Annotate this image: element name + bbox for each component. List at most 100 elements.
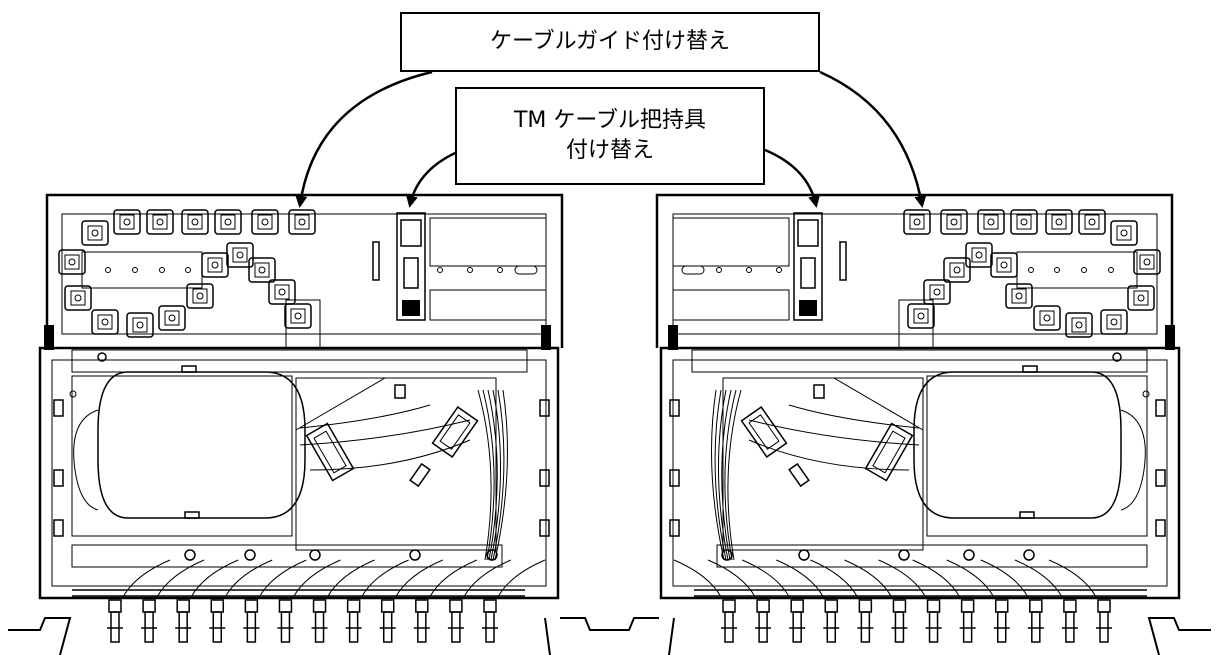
cable-guide — [1133, 249, 1161, 275]
splitter-module — [305, 422, 355, 482]
cable-guide-clip — [1051, 214, 1067, 230]
adapter-body — [176, 599, 190, 613]
fiber-jumper — [776, 559, 824, 598]
fiber-jumper — [429, 559, 478, 598]
cable-guide-clip — [1016, 214, 1032, 230]
cable-guide-eye — [1075, 321, 1083, 329]
adapter-body — [449, 599, 463, 613]
tray-clip — [1019, 511, 1035, 519]
splitter-module — [431, 406, 479, 458]
hole — [497, 267, 503, 273]
cable-guide-eye — [950, 218, 958, 226]
tray-inner — [51, 359, 547, 587]
cable-guide-body — [977, 209, 1005, 235]
side-bracket — [1155, 399, 1166, 417]
adapter-port — [1031, 611, 1041, 643]
adapter-port — [485, 611, 495, 643]
cable-guide-eye — [74, 294, 82, 302]
tm-holder-mid — [800, 257, 816, 289]
splitter-inner — [439, 414, 471, 450]
mount-screw — [69, 390, 77, 398]
cable-guide-clip — [87, 225, 103, 241]
adapter-port — [280, 611, 291, 643]
cable-guide — [903, 209, 931, 235]
hole — [159, 267, 165, 273]
arrow-cable-guide-right — [819, 70, 927, 208]
hole — [467, 267, 473, 273]
tray-clip — [184, 511, 200, 519]
slot — [372, 241, 380, 281]
panel-left — [8, 193, 620, 655]
cable-guide-body — [284, 303, 312, 329]
adapter-port — [928, 611, 939, 643]
label-tm-holder-line2: 付け替え — [565, 138, 654, 163]
hole — [437, 267, 443, 273]
cable-guide-clip — [192, 288, 208, 304]
cable-guide-eye — [196, 292, 204, 300]
adapter-body — [278, 599, 293, 613]
cable-guide-eye — [1137, 294, 1145, 302]
corner-post — [1165, 325, 1175, 350]
cable-guide — [977, 209, 1005, 235]
adapter-port — [144, 611, 154, 643]
cable-guide — [990, 252, 1018, 278]
cable-guide — [158, 305, 186, 331]
tm-holder — [396, 212, 426, 321]
cable-guide-eye — [258, 266, 266, 274]
hole — [1054, 267, 1060, 273]
adapter-port — [724, 611, 734, 643]
adapter-body — [346, 599, 361, 613]
cable-guide — [81, 220, 109, 246]
cable-guide-clip — [1039, 310, 1055, 326]
chassis-upper-outline — [655, 193, 1174, 348]
guide-post — [285, 299, 321, 349]
cable-guide-body — [158, 305, 186, 331]
adapter-body — [824, 599, 839, 613]
cable-guide-clip — [254, 262, 270, 278]
adapter-body — [142, 599, 156, 613]
splitter-clip-body — [409, 462, 431, 488]
cable-guide — [965, 242, 993, 268]
splitter-module — [740, 406, 788, 458]
guide-plate — [81, 251, 203, 289]
rail-screw — [309, 549, 321, 561]
fiber-line — [727, 389, 742, 561]
fiber-jumper — [673, 559, 722, 598]
cable-guide-clip — [152, 214, 168, 230]
adapter-body — [892, 599, 907, 613]
side-bracket — [53, 399, 64, 417]
cable-guide — [186, 283, 214, 309]
adapter-port — [792, 611, 802, 643]
cable-guide — [126, 312, 154, 338]
tray-clip — [1022, 365, 1038, 373]
fiber-loop — [73, 409, 99, 511]
tm-holder-top — [797, 219, 819, 247]
splitter-clip — [813, 384, 825, 399]
cable-guide-clip — [983, 214, 999, 230]
adapter-body — [756, 599, 770, 613]
corner-post — [668, 325, 678, 350]
cable-guide-clip — [70, 290, 86, 306]
cable-guide-body — [146, 209, 174, 235]
cable-guide-clip — [1011, 288, 1027, 304]
fiber-jumper — [497, 559, 546, 598]
cable-guide-clip — [64, 254, 80, 270]
chassis-upper-outline — [45, 193, 564, 348]
cable-guide-body — [1045, 209, 1073, 235]
adapter-body — [210, 599, 225, 613]
side-bracket — [669, 519, 680, 537]
cable-guide-eye — [933, 288, 941, 296]
cable-guide-eye — [1088, 218, 1096, 226]
cable-guide — [923, 279, 951, 305]
cable-guide-eye — [168, 314, 176, 322]
adapter-body — [415, 599, 429, 613]
fiber-jumper — [395, 559, 443, 598]
fiber-jumper — [122, 559, 171, 598]
adapter-body — [858, 599, 873, 613]
splitter-body — [740, 406, 788, 458]
fiber-jumper — [463, 559, 512, 598]
adapter-body — [380, 599, 395, 613]
cable-guide-clip — [132, 317, 148, 333]
adapter-port — [451, 611, 461, 643]
